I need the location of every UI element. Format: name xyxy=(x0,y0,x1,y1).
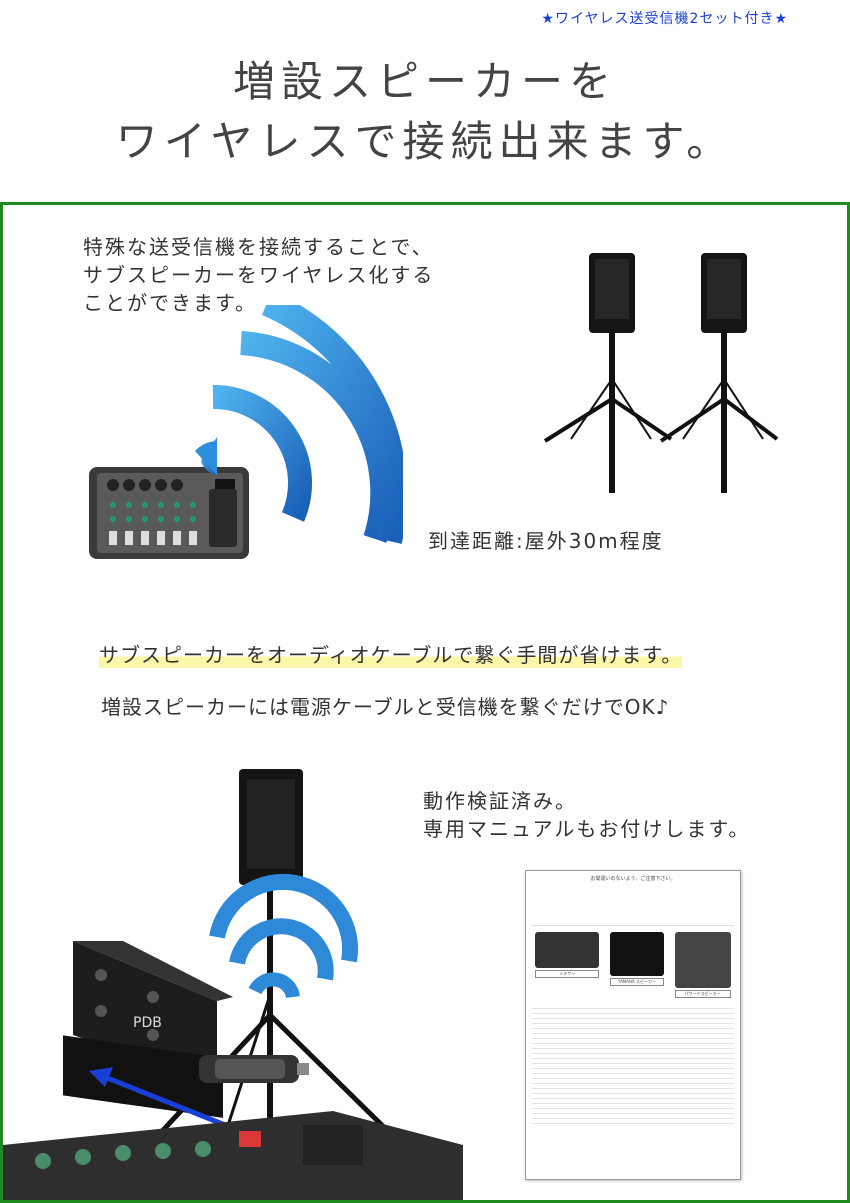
svg-text:PDB: PDB xyxy=(133,1015,162,1031)
verified-line-2: 専用マニュアルもお付けします。 xyxy=(423,817,751,841)
manual-document-preview: お間違いのないよう、ご注意下さい。 ミキサー YAMAHA スピーカー パワード… xyxy=(525,870,741,1180)
receiver-setup-illustration: PDB xyxy=(3,769,463,1200)
manual-body-lines xyxy=(532,1004,734,1124)
mixer-bottom-image xyxy=(3,1111,463,1200)
wireless-signal-icon xyxy=(195,305,403,544)
manual-label-sub: パワードスピーカー xyxy=(674,990,731,998)
wireless-receiver-dongle xyxy=(199,1055,309,1083)
intro-line-1: 特殊な送受信機を接続することで、 xyxy=(83,235,434,259)
headline-line-2: ワイヤレスで接続出来ます。 xyxy=(115,117,735,166)
pdb-box: PDB xyxy=(63,941,233,1118)
intro-text: 特殊な送受信機を接続することで、 サブスピーカーをワイヤレス化する ことができま… xyxy=(83,233,434,317)
benefit-power-text: 増設スピーカーには電源ケーブルと受信機を繋ぐだけでOK♪ xyxy=(101,695,670,719)
speaker-pair-illustration xyxy=(543,253,779,493)
benefit-highlight: サブスピーカーをオーディオケーブルで繋ぐ手間が省けます。 xyxy=(99,639,683,668)
speaker-right xyxy=(659,253,779,493)
manual-device-row: ミキサー YAMAHA スピーカー パワードスピーカー xyxy=(530,932,736,998)
verified-line-1: 動作検証済み。 xyxy=(423,789,577,813)
manual-title: お間違いのないよう、ご注意下さい。 xyxy=(590,876,676,882)
manual-label-speaker: YAMAHA スピーカー xyxy=(609,978,664,986)
mixer-wireless-illustration xyxy=(89,305,403,559)
manual-mixer-image xyxy=(535,932,600,968)
manual-speaker-image xyxy=(609,932,664,976)
manual-sub-image xyxy=(674,932,731,988)
headline-line-1: 増設スピーカーを xyxy=(232,57,617,106)
stand-speaker xyxy=(151,769,400,1143)
page-headline: 増設スピーカーを ワイヤレスで接続出来ます。 xyxy=(0,52,850,172)
verified-text: 動作検証済み。 専用マニュアルもお付けします。 xyxy=(423,787,750,843)
intro-line-3: ことができます。 xyxy=(83,291,257,315)
manual-label-mixer: ミキサー xyxy=(535,970,600,978)
mixer-image xyxy=(89,467,249,559)
promo-note: ★ワイヤレス送受信機2セット付き★ xyxy=(541,11,788,27)
feature-panel: 特殊な送受信機を接続することで、 サブスピーカーをワイヤレス化する ことができま… xyxy=(0,202,850,1203)
speaker-left xyxy=(543,253,673,493)
intro-line-2: サブスピーカーをワイヤレス化する xyxy=(83,263,435,287)
range-text: 到達距離:屋外30m程度 xyxy=(428,529,664,553)
receiver-wireless-icon xyxy=(209,873,359,999)
